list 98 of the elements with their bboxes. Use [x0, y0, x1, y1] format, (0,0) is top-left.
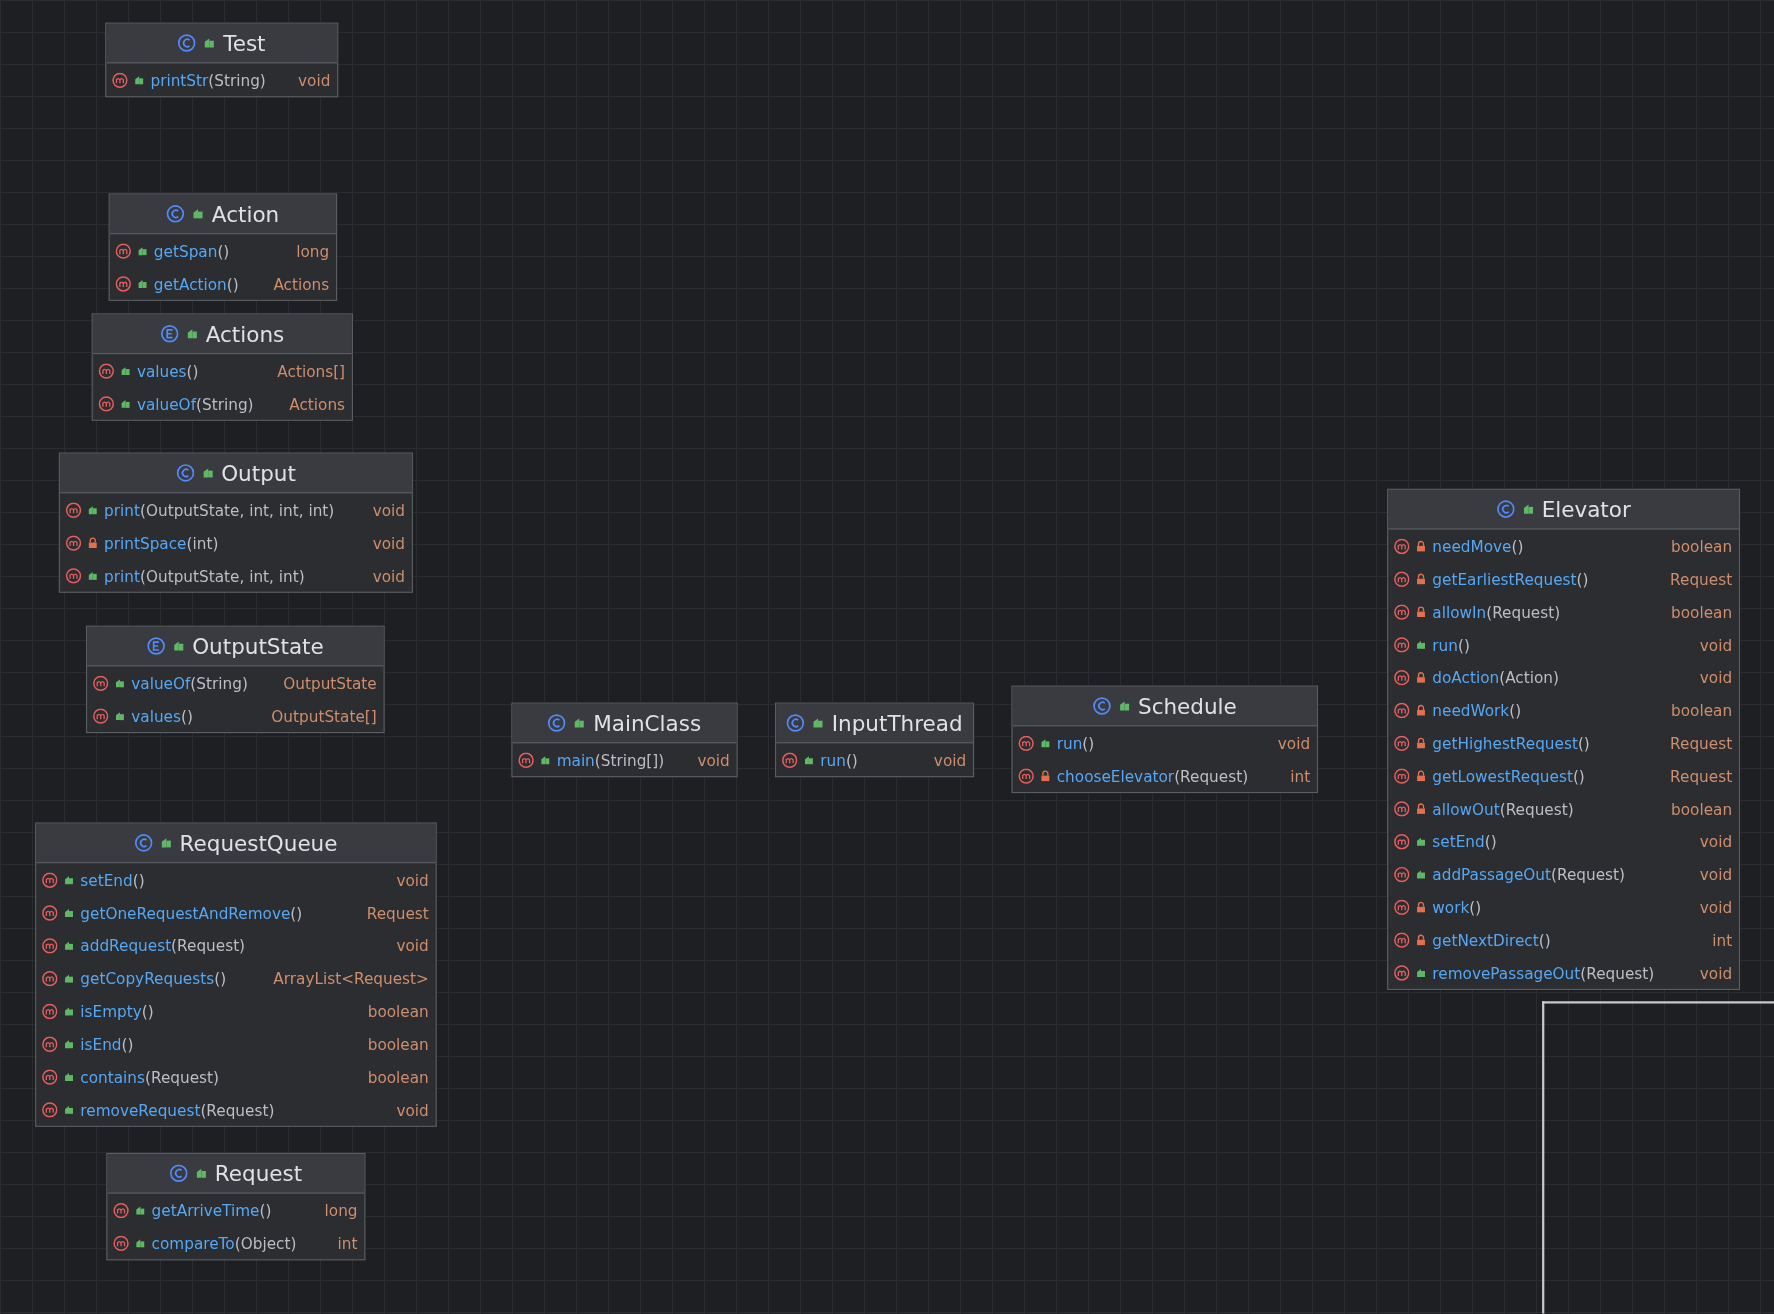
return-type: void	[396, 1100, 429, 1119]
return-type: boolean	[367, 1001, 429, 1020]
method-signature: printStr(String)	[150, 70, 266, 89]
method-signature: getHighestRequest()	[1432, 733, 1590, 752]
return-type: ArrayList<Request>	[273, 969, 429, 988]
return-type: void	[298, 70, 331, 89]
class-name: RequestQueue	[179, 830, 338, 856]
return-type: OutputState	[283, 673, 377, 692]
method-signature: removePassageOut(Request)	[1432, 963, 1655, 982]
method-signature: values()	[131, 706, 193, 725]
class-box	[775, 702, 975, 778]
class-box	[35, 822, 437, 1127]
class-box	[105, 22, 339, 98]
method-signature: getLowestRequest()	[1432, 766, 1585, 785]
return-type: int	[1712, 930, 1733, 949]
return-type: Actions	[289, 394, 346, 413]
class-box	[108, 193, 338, 301]
method-signature: run()	[820, 750, 858, 769]
class-box	[1387, 488, 1741, 990]
return-type: boolean	[367, 1067, 429, 1086]
method-signature: main(String[])	[556, 750, 665, 769]
method-signature: printSpace(int)	[104, 533, 219, 552]
class-box	[86, 625, 385, 734]
method-signature: getOneRequestAndRemove()	[80, 903, 303, 922]
return-type: long	[296, 241, 330, 260]
return-type: Request	[366, 903, 429, 922]
class-box	[511, 702, 738, 778]
return-type: void	[933, 750, 967, 769]
class-name: Request	[214, 1160, 303, 1186]
class-box	[58, 452, 413, 593]
method-signature: getAction()	[153, 274, 239, 293]
method-signature: removeRequest(Request)	[80, 1100, 275, 1119]
return-type: void	[372, 566, 406, 585]
return-type: boolean	[367, 1034, 429, 1053]
method-signature: print(OutputState, int, int)	[104, 566, 305, 585]
method-signature: getNextDirect()	[1432, 930, 1551, 949]
method-signature: run()	[1432, 635, 1470, 654]
method-signature: getCopyRequests()	[80, 969, 227, 988]
return-type: Request	[1670, 766, 1733, 785]
return-type: void	[372, 533, 406, 552]
class-box	[106, 1152, 366, 1261]
method-signature: getEarliestRequest()	[1432, 569, 1589, 588]
return-type: Request	[1670, 733, 1733, 752]
return-type: Actions[]	[277, 361, 346, 380]
return-type: int	[337, 1233, 358, 1252]
method-signature: allowIn(Request)	[1432, 602, 1561, 621]
method-signature: run()	[1056, 733, 1095, 752]
return-type: boolean	[1671, 536, 1733, 555]
method-signature: isEnd()	[80, 1034, 134, 1053]
return-type: void	[1699, 864, 1733, 884]
return-type: void	[1699, 635, 1733, 654]
class-name: Action	[211, 201, 280, 227]
method-signature: setEnd()	[80, 870, 145, 889]
return-type: long	[324, 1200, 358, 1220]
class-name: MainClass	[593, 710, 702, 736]
return-type: Request	[1670, 569, 1733, 588]
class-name: OutputState	[192, 633, 324, 659]
return-type: void	[1699, 963, 1733, 982]
class-name: InputThread	[831, 710, 963, 736]
method-signature: values()	[136, 361, 199, 380]
method-signature: setEnd()	[1432, 832, 1497, 851]
class-name: Schedule	[1138, 693, 1237, 719]
method-signature: getSpan()	[153, 241, 230, 260]
return-type: void	[697, 750, 730, 769]
method-signature: needWork()	[1432, 700, 1522, 719]
method-signature: work()	[1432, 897, 1482, 916]
return-type: void	[1699, 668, 1733, 687]
method-signature: getArriveTime()	[151, 1200, 272, 1220]
return-type: void	[396, 870, 429, 889]
return-type: boolean	[1671, 700, 1733, 719]
method-signature: valueOf(String)	[136, 394, 254, 413]
method-signature: doAction(Action)	[1432, 668, 1559, 687]
class-box	[91, 313, 353, 421]
return-type: void	[1699, 897, 1733, 916]
method-signature: addRequest(Request)	[80, 936, 246, 955]
return-type: void	[396, 936, 429, 955]
method-signature: addPassageOut(Request)	[1432, 864, 1625, 884]
return-type: void	[372, 500, 406, 519]
return-type: OutputState[]	[271, 706, 377, 725]
return-type: void	[1277, 733, 1311, 752]
method-signature: allowOut(Request)	[1432, 799, 1574, 818]
class-name: Elevator	[1541, 496, 1631, 522]
return-type: Actions	[273, 274, 330, 293]
class-name: Output	[221, 460, 296, 486]
return-type: void	[1699, 832, 1733, 851]
class-name: Actions	[205, 321, 285, 347]
return-type: boolean	[1671, 799, 1733, 818]
method-signature: contains(Request)	[80, 1067, 219, 1086]
method-signature: print(OutputState, int, int, int)	[104, 500, 335, 519]
method-signature: compareTo(Object)	[151, 1233, 297, 1252]
method-signature: needMove()	[1432, 536, 1524, 555]
return-type: boolean	[1671, 602, 1733, 621]
method-signature: isEmpty()	[80, 1001, 154, 1020]
class-box	[1011, 685, 1319, 794]
method-signature: chooseElevator(Request)	[1056, 766, 1249, 785]
class-name: Test	[223, 30, 266, 56]
return-type: int	[1290, 766, 1311, 785]
method-signature: valueOf(String)	[131, 673, 248, 692]
